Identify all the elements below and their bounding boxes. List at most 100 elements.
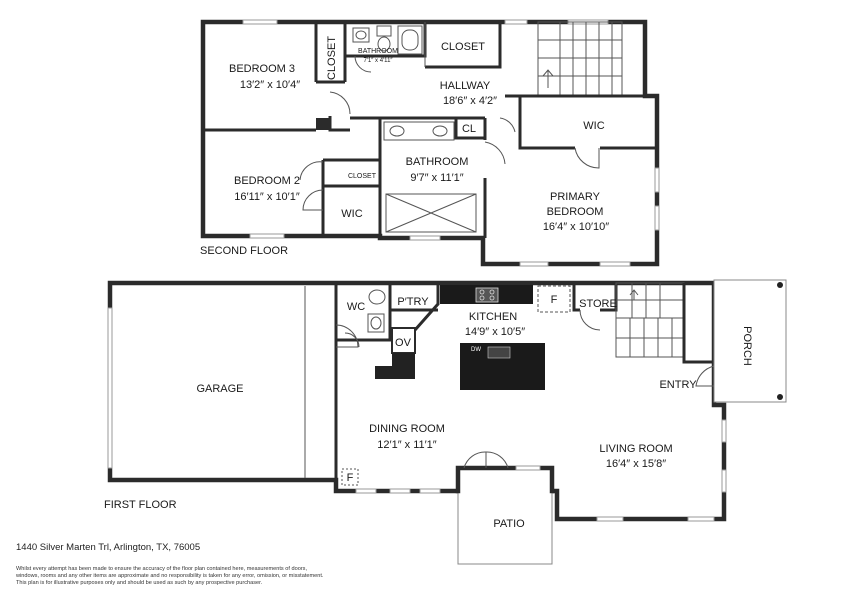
door-swing (302, 189, 324, 211)
door-swing (344, 332, 360, 348)
small-bathroom-dims: 7′1″ x 4′11″ (363, 58, 393, 64)
wic-primary-label: WIC (583, 120, 604, 132)
bathtub-basin (401, 29, 419, 51)
hallway-dims: 18′6″ x 4′2″ (443, 95, 497, 107)
window (654, 167, 660, 193)
window (515, 465, 541, 471)
door-swing (354, 55, 372, 73)
door-swing (299, 161, 324, 181)
door-swing (574, 147, 600, 169)
dining-room-dims: 12′1″ x 11′1″ (377, 439, 437, 451)
bedroom-2-dims: 16′11″ x 10′1″ (234, 191, 300, 203)
shower (385, 193, 477, 233)
sink-bowl (389, 125, 405, 137)
porch-post (777, 394, 783, 400)
sink-bowl (370, 316, 382, 330)
fridge (537, 285, 571, 313)
kitchen-dims: 14′9″ x 10′5″ (465, 326, 525, 338)
oven-base (392, 353, 415, 366)
small-bathroom-label: BATHROOM (358, 48, 398, 55)
door-swing (579, 309, 601, 331)
vanity (383, 121, 455, 141)
cooktop (475, 287, 499, 303)
primary-bedroom-dims: 16′4″ x 10′10″ (543, 221, 609, 233)
porch-label: PORCH (741, 326, 753, 366)
kitchen-label: KITCHEN (469, 311, 517, 323)
garage-door (107, 307, 113, 469)
primary-bedroom-label-1: PRIMARY (550, 191, 601, 203)
bathroom-label: BATHROOM (406, 156, 469, 168)
entry-label: ENTRY (659, 379, 697, 391)
dishwasher-label: DW (471, 347, 481, 353)
wic-label: WIC (341, 208, 362, 220)
window (721, 469, 727, 493)
closet-top-label: CLOSET (441, 41, 485, 53)
closet-label: CLOSET (326, 36, 338, 80)
window (242, 19, 278, 25)
fireplace (341, 468, 359, 486)
window (519, 261, 549, 267)
wall-block (316, 118, 330, 130)
porch-outline (713, 279, 787, 403)
living-room-label: LIVING ROOM (599, 443, 672, 455)
wall (425, 22, 502, 69)
wall (682, 283, 714, 364)
door-swing (485, 451, 509, 469)
sink (352, 27, 370, 43)
wall (572, 283, 580, 312)
sink (367, 313, 385, 333)
bedroom-3-label: BEDROOM 3 (229, 63, 295, 75)
disclaimer-line: Whilst every attempt has been made to en… (16, 566, 308, 572)
fridge-label: F (551, 294, 558, 306)
window (687, 516, 715, 522)
garage-label: GARAGE (196, 383, 243, 395)
toilet-bowl (368, 289, 386, 305)
window (389, 488, 411, 494)
wall (413, 283, 440, 331)
window (504, 19, 528, 25)
window (419, 488, 441, 494)
first-floor-label: FIRST FLOOR (104, 499, 177, 511)
hallway-label: HALLWAY (440, 80, 491, 92)
oven-label: OV (395, 337, 412, 349)
bedroom-3-dims: 13′2″ x 10′4″ (240, 79, 300, 91)
bedroom-2-label: BEDROOM 2 (234, 175, 300, 187)
bathtub (397, 25, 423, 55)
window (355, 488, 377, 494)
window (596, 516, 624, 522)
wall (454, 118, 485, 140)
window (409, 235, 441, 241)
fireplace-label: F (347, 472, 354, 484)
island-sink (487, 346, 511, 359)
disclaimer-line: windows, rooms and any other items are a… (16, 573, 324, 579)
store-label: STORE (579, 298, 617, 310)
wall (328, 116, 350, 132)
staircase-upper (537, 21, 623, 97)
staircase-lower (615, 282, 685, 358)
toilet-bowl (377, 36, 391, 52)
property-address: 1440 Silver Marten Trl, Arlington, TX, 7… (16, 542, 201, 553)
sink-bowl (432, 125, 448, 137)
wall (518, 96, 575, 150)
door-swing (335, 324, 359, 348)
oven-base (375, 366, 415, 379)
door-swing (695, 365, 715, 387)
primary-bedroom-label-2: BEDROOM (547, 206, 604, 218)
door-swing (484, 141, 506, 165)
door-swing (499, 117, 516, 133)
second-floor-label: SECOND FLOOR (200, 245, 288, 257)
door-swing (463, 451, 487, 469)
first-floor-plan: GARAGE WC P′TRY OV KITCHEN 14′9″ x 10′5″… (104, 279, 787, 565)
second-floor-plan: BEDROOM 3 13′2″ x 10′4″ CLOSET BATHROOM … (200, 19, 660, 267)
window (249, 233, 285, 239)
pantry-label: P′TRY (397, 296, 429, 308)
closet-small-label: CLOSET (348, 173, 377, 180)
window (721, 419, 727, 443)
patio-outline (457, 467, 553, 565)
sink-bowl (355, 30, 367, 40)
cl-label: CL (462, 123, 476, 135)
window (654, 205, 660, 231)
disclaimer: Whilst every attempt has been made to en… (16, 566, 396, 587)
